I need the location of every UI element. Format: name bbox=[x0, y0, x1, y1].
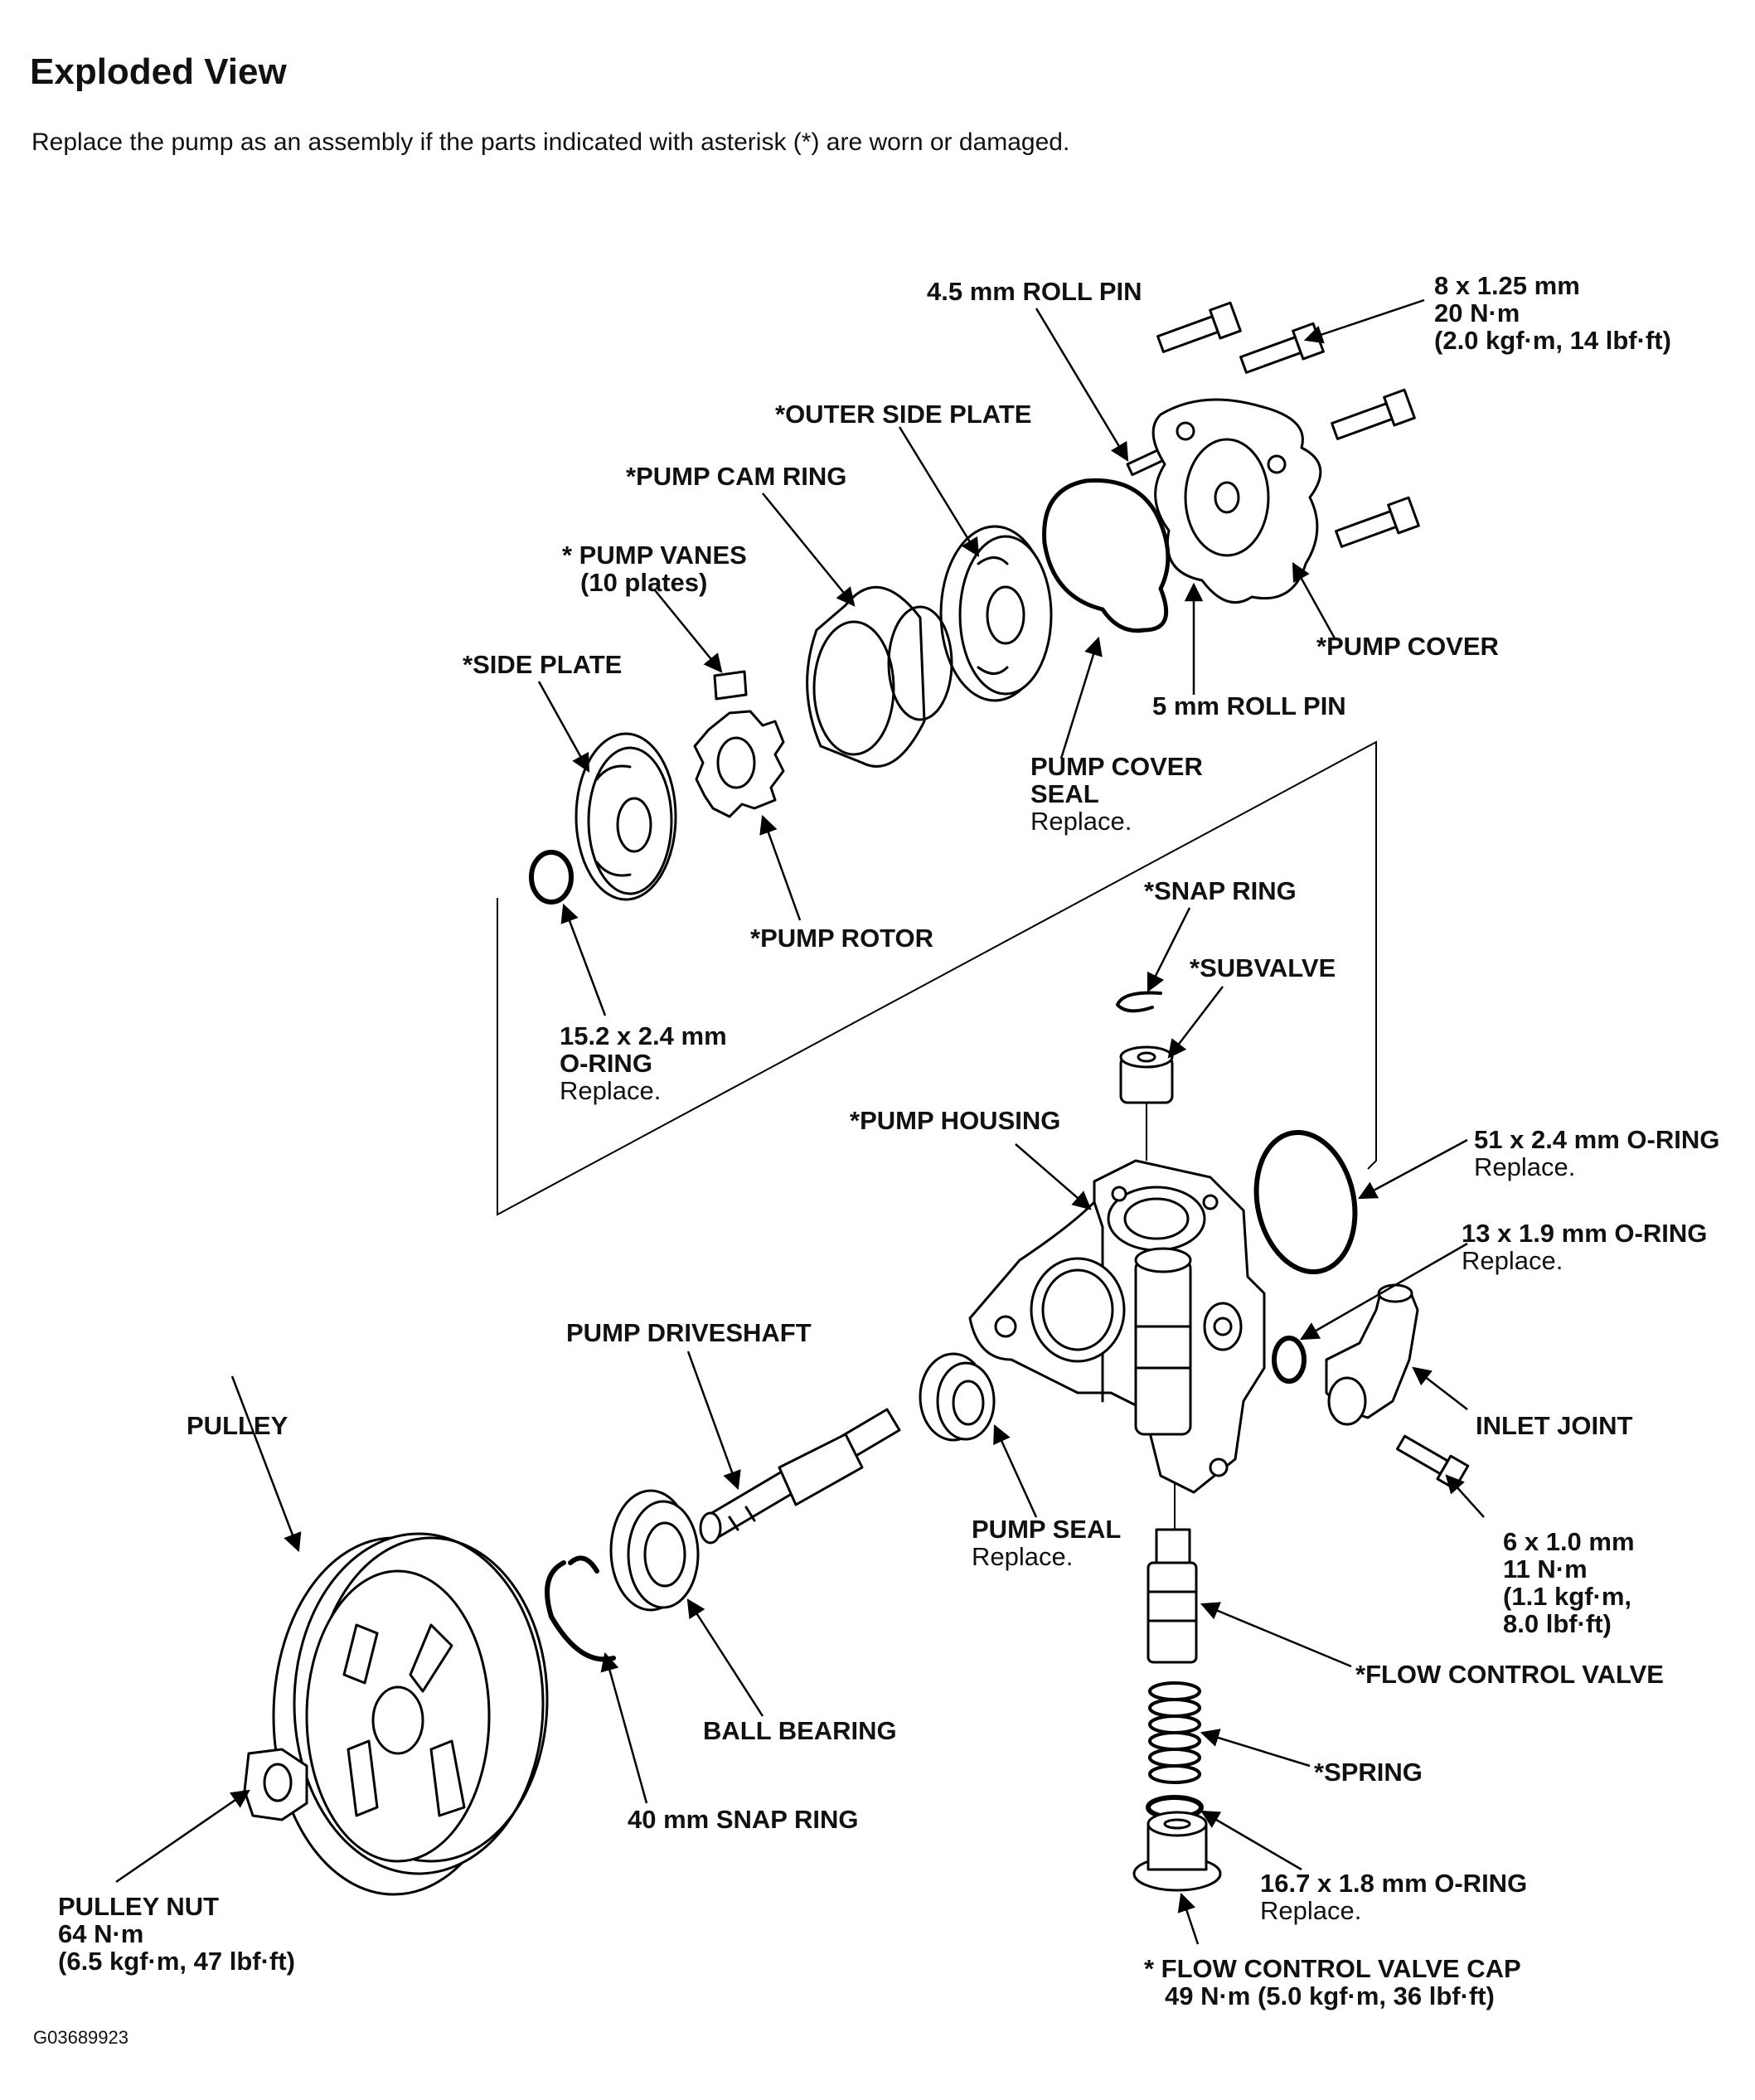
svg-text:64 N·m: 64 N·m bbox=[58, 1919, 143, 1948]
label-flow-control-valve-cap: * FLOW CONTROL VALVE CAP 49 N·m (5.0 kgf… bbox=[1144, 1954, 1521, 2010]
o-ring-51mm bbox=[1253, 1129, 1358, 1275]
label-roll-pin-5mm: 5 mm ROLL PIN bbox=[1152, 691, 1346, 720]
o-ring-13mm bbox=[1272, 1336, 1307, 1384]
pump-driveshaft bbox=[699, 1408, 901, 1545]
subvalve-snap-ring bbox=[1116, 991, 1162, 1013]
svg-text:16.7 x 1.8 mm O-RING: 16.7 x 1.8 mm O-RING bbox=[1260, 1869, 1527, 1898]
label-pump-housing: *PUMP HOUSING bbox=[850, 1106, 1060, 1135]
assembly-axis-lines bbox=[497, 740, 1377, 1530]
svg-text:* FLOW CONTROL VALVE CAP: * FLOW CONTROL VALVE CAP bbox=[1144, 1954, 1521, 1983]
pulley bbox=[272, 1532, 549, 1896]
label-roll-pin-4-5mm: 4.5 mm ROLL PIN bbox=[927, 277, 1142, 306]
o-ring-15-2mm bbox=[529, 850, 574, 905]
svg-text:(6.5 kgf·m, 47 lbf·ft): (6.5 kgf·m, 47 lbf·ft) bbox=[58, 1947, 295, 1976]
svg-text:8 x 1.25 mm: 8 x 1.25 mm bbox=[1434, 271, 1580, 300]
ball-bearing bbox=[609, 1489, 700, 1612]
svg-text:O-RING: O-RING bbox=[560, 1049, 652, 1078]
label-flow-control-valve: *FLOW CONTROL VALVE bbox=[1355, 1660, 1664, 1689]
label-inlet-bolt: 6 x 1.0 mm 11 N·m (1.1 kgf·m, 8.0 lbf·ft… bbox=[1503, 1527, 1635, 1638]
label-inlet-joint: INLET JOINT bbox=[1476, 1411, 1633, 1440]
pump-cover-seal bbox=[1042, 478, 1171, 633]
svg-text:Replace.: Replace. bbox=[1462, 1246, 1563, 1275]
leader-lines bbox=[115, 298, 1485, 1945]
svg-text:Replace.: Replace. bbox=[1474, 1152, 1575, 1181]
label-ball-bearing: BALL BEARING bbox=[703, 1716, 897, 1745]
svg-text:15.2 x 2.4 mm: 15.2 x 2.4 mm bbox=[560, 1021, 727, 1050]
pulley-nut bbox=[243, 1748, 308, 1821]
label-pump-cam-ring: *PUMP CAM RING bbox=[626, 462, 846, 491]
label-o-ring-13mm: 13 x 1.9 mm O-RING Replace. bbox=[1462, 1219, 1707, 1275]
svg-text:Replace.: Replace. bbox=[560, 1076, 661, 1105]
svg-text:13 x 1.9 mm O-RING: 13 x 1.9 mm O-RING bbox=[1462, 1219, 1707, 1248]
label-snap-ring-40mm: 40 mm SNAP RING bbox=[628, 1805, 859, 1834]
label-pulley-nut: PULLEY NUT 64 N·m (6.5 kgf·m, 47 lbf·ft) bbox=[58, 1892, 295, 1976]
label-o-ring-51mm: 51 x 2.4 mm O-RING Replace. bbox=[1474, 1125, 1719, 1181]
page-subtitle: Replace the pump as an assembly if the p… bbox=[32, 129, 1070, 156]
inlet-joint-bolt bbox=[1396, 1434, 1470, 1491]
flow-control-valve bbox=[1147, 1528, 1198, 1664]
label-pulley: PULLEY bbox=[187, 1411, 288, 1440]
label-pump-driveshaft: PUMP DRIVESHAFT bbox=[566, 1318, 812, 1347]
svg-text:Replace.: Replace. bbox=[972, 1542, 1073, 1571]
label-cover-bolt: 8 x 1.25 mm 20 N·m (2.0 kgf·m, 14 lbf·ft… bbox=[1434, 271, 1671, 355]
page-title: Exploded View bbox=[30, 51, 287, 92]
label-pump-cover: *PUMP COVER bbox=[1316, 632, 1499, 661]
label-subvalve: *SUBVALVE bbox=[1190, 953, 1336, 982]
svg-text:20 N·m: 20 N·m bbox=[1434, 298, 1520, 327]
label-pump-seal: PUMP SEAL Replace. bbox=[972, 1515, 1121, 1571]
svg-text:PUMP SEAL: PUMP SEAL bbox=[972, 1515, 1121, 1544]
pump-housing bbox=[968, 1159, 1266, 1494]
pump-cover bbox=[1151, 398, 1322, 604]
svg-text:(1.1 kgf·m,: (1.1 kgf·m, bbox=[1503, 1582, 1631, 1611]
subvalve bbox=[1119, 1045, 1174, 1104]
spring bbox=[1148, 1681, 1201, 1784]
pump-cam-ring bbox=[806, 585, 953, 768]
label-pump-vanes: * PUMP VANES (10 plates) bbox=[562, 541, 747, 597]
label-side-plate: *SIDE PLATE bbox=[463, 650, 622, 679]
label-spring: *SPRING bbox=[1314, 1758, 1423, 1787]
svg-text:SEAL: SEAL bbox=[1030, 779, 1099, 808]
label-pump-rotor: *PUMP ROTOR bbox=[750, 924, 933, 953]
svg-text:PULLEY NUT: PULLEY NUT bbox=[58, 1892, 219, 1921]
svg-text:49 N·m (5.0 kgf·m, 36 lbf·ft): 49 N·m (5.0 kgf·m, 36 lbf·ft) bbox=[1165, 1981, 1495, 2010]
svg-text:* PUMP VANES: * PUMP VANES bbox=[562, 541, 747, 570]
svg-text:11 N·m: 11 N·m bbox=[1503, 1554, 1588, 1583]
svg-text:51 x 2.4 mm O-RING: 51 x 2.4 mm O-RING bbox=[1474, 1125, 1719, 1154]
label-o-ring-15-2mm: 15.2 x 2.4 mm O-RING Replace. bbox=[560, 1021, 727, 1105]
svg-text:8.0 lbf·ft): 8.0 lbf·ft) bbox=[1503, 1609, 1612, 1638]
svg-text:Replace.: Replace. bbox=[1030, 807, 1132, 836]
inlet-joint bbox=[1325, 1283, 1419, 1426]
drawing-code: G03689923 bbox=[33, 2027, 128, 2048]
svg-text:Replace.: Replace. bbox=[1260, 1896, 1361, 1925]
side-plate bbox=[574, 732, 677, 901]
pump-seal bbox=[919, 1352, 996, 1442]
outer-side-plate bbox=[939, 525, 1053, 702]
svg-text:(10 plates): (10 plates) bbox=[580, 568, 707, 597]
label-pump-cover-seal: PUMP COVER SEAL Replace. bbox=[1030, 752, 1203, 836]
label-outer-side-plate: *OUTER SIDE PLATE bbox=[775, 400, 1031, 429]
svg-text:6 x 1.0 mm: 6 x 1.0 mm bbox=[1503, 1527, 1635, 1556]
label-o-ring-16-7mm: 16.7 x 1.8 mm O-RING Replace. bbox=[1260, 1869, 1527, 1925]
label-snap-ring: *SNAP RING bbox=[1144, 876, 1297, 905]
svg-text:(2.0 kgf·m, 14 lbf·ft): (2.0 kgf·m, 14 lbf·ft) bbox=[1434, 326, 1671, 355]
pump-rotor bbox=[693, 710, 785, 818]
pump-vane bbox=[713, 670, 748, 701]
flow-control-valve-cap bbox=[1132, 1811, 1222, 1892]
snap-ring-40mm bbox=[545, 1555, 616, 1662]
svg-text:PUMP COVER: PUMP COVER bbox=[1030, 752, 1203, 781]
